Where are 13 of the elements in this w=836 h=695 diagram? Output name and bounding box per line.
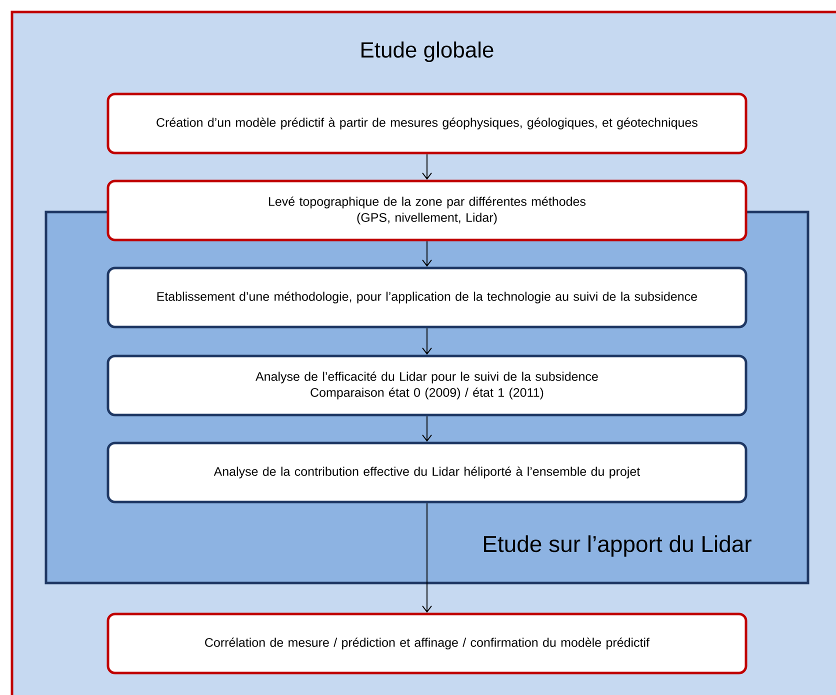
process-box: Création d’un modèle prédictif à partir de mesures géophysiques, géologiques, et géotechniques — [106, 92, 748, 154]
arrow — [422, 240, 432, 267]
panel-title: Etude globale — [362, 42, 494, 62]
arrow — [422, 328, 432, 355]
process-box: Etablissement d’une méthodologie, pour l’application de la technologie au suivi de la subsidence — [106, 266, 748, 328]
arrow — [422, 502, 432, 613]
process-box: Analyse de l’efficacité du Lidar pour le suivi de la subsidence Comparaison état 0 (2009) / état 1 (2011) — [106, 354, 748, 416]
arrow — [422, 154, 432, 180]
panel-title: Etude sur l’apport du Lidar — [484, 535, 752, 557]
process-box: Levé topographique de la zone par différentes méthodes (GPS, nivellement, Lidar) — [106, 180, 748, 242]
process-box: Analyse de la contribution effective du Lidar héliporté à l’ensemble du projet — [106, 442, 748, 504]
arrow — [422, 416, 432, 442]
process-box: Corrélation de mesure / prédiction et affinage / confirmation du modèle prédictif — [106, 612, 748, 674]
